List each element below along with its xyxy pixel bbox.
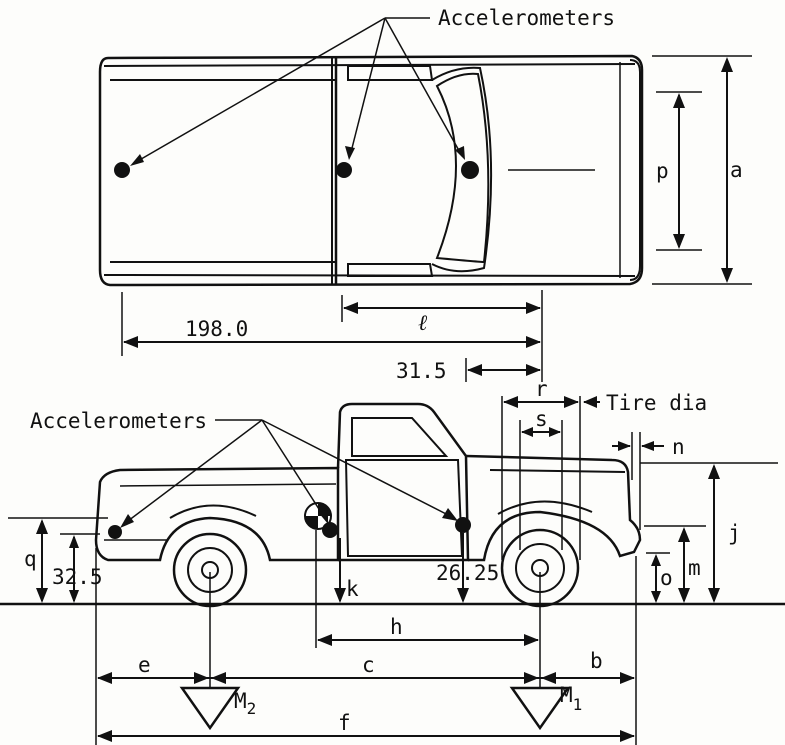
dimension-198: [121, 292, 541, 356]
dimension-n: [612, 432, 664, 530]
dim-o-label: o: [660, 566, 673, 590]
dimension-a: [652, 55, 752, 285]
accelerometer-leaders-side: [120, 419, 458, 528]
dim-c-label: c: [362, 653, 375, 677]
dim-j-label: j: [728, 521, 741, 545]
dim-h-label: h: [390, 615, 403, 639]
center-of-gravity-symbol: [304, 502, 332, 530]
dimension-r: [501, 396, 581, 560]
accelerometer-leaders-top: [130, 17, 465, 166]
truck-top-view: [98, 54, 644, 287]
accelerometer-dot-bed: [114, 162, 130, 178]
dimension-26-25: [457, 533, 469, 603]
dim-32-5-label: 32.5: [52, 565, 103, 589]
dim-26-25-label: 26.25: [436, 561, 499, 585]
dimension-h: [317, 634, 539, 646]
mass-m1-triangle: [509, 686, 571, 731]
dimension-ecb: [97, 672, 635, 684]
dimension-l: [341, 290, 543, 382]
dim-m-label: m: [688, 556, 701, 580]
dim-e-label: e: [138, 653, 151, 677]
dimension-31-5: [465, 358, 541, 382]
dim-a-label: a: [730, 158, 743, 182]
dim-k-label: k: [346, 577, 359, 601]
dimension-k: [334, 538, 346, 603]
accelerometer-dot-front: [461, 161, 479, 179]
dim-f-label: f: [338, 711, 351, 735]
dimension-32-5: [60, 533, 100, 603]
dim-n-label: n: [672, 435, 685, 459]
truck-side-view: [94, 402, 642, 562]
dimension-f: [97, 730, 635, 742]
dimension-p: [656, 91, 702, 251]
accelerometer-dot-side-front: [455, 517, 471, 533]
tire-dia-arrow: [583, 396, 600, 408]
dimension-s: [519, 420, 563, 550]
dim-31-5-label: 31.5: [396, 359, 447, 383]
mass-m2-triangle: [179, 686, 241, 731]
accelerometer-dot-side-bed: [108, 525, 122, 539]
dimension-m: [644, 525, 706, 603]
mass-m2-label: M2: [234, 689, 256, 718]
dimension-j: [640, 462, 778, 603]
dimension-q: [8, 517, 108, 603]
accelerometer-dot-side-cab: [322, 522, 338, 538]
accelerometers-label-side: Accelerometers: [30, 409, 207, 433]
dim-q-label: q: [24, 547, 37, 571]
dim-p-label: p: [656, 159, 669, 183]
dim-198-label: 198.0: [185, 317, 248, 341]
dimension-o: [646, 552, 670, 603]
dim-s-label: s: [535, 407, 548, 431]
mass-m1-label: M1: [560, 683, 582, 714]
dim-l-label: ℓ: [418, 311, 428, 336]
dim-b-label: b: [590, 649, 603, 673]
accelerometers-label-top: Accelerometers: [438, 6, 615, 30]
dim-r-label: r: [535, 377, 548, 401]
tire-dia-label: Tire dia: [606, 391, 707, 415]
accelerometer-dot-cab: [336, 162, 352, 178]
